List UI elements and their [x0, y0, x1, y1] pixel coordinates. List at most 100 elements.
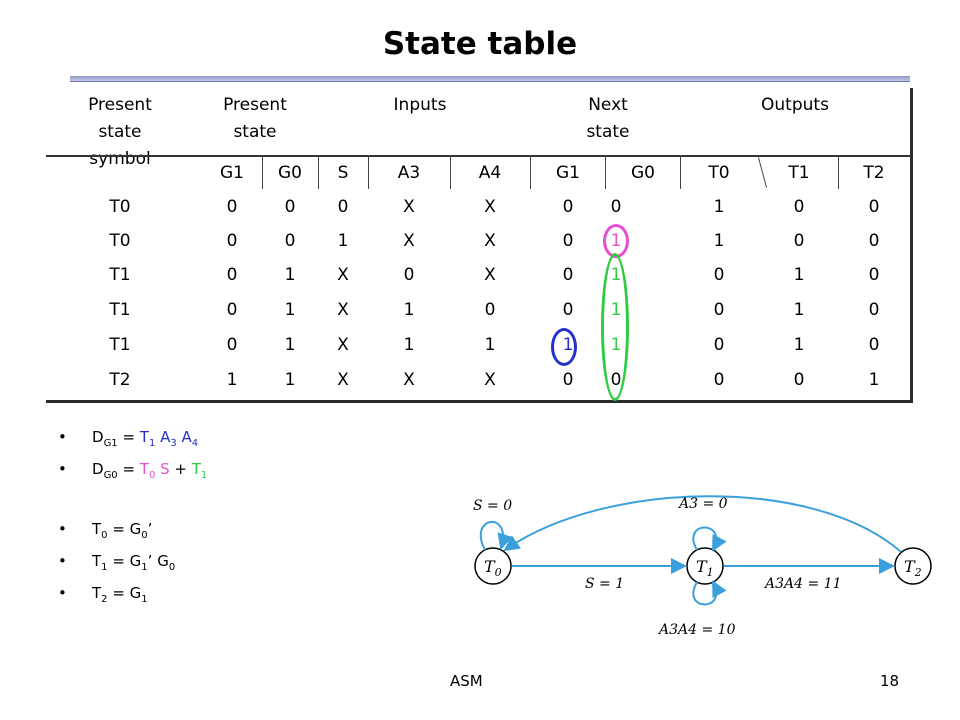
table-cell: 0 [793, 197, 805, 217]
header-next-state-line1: Next [588, 95, 628, 115]
edge-t1-self-loop-bottom [692, 580, 727, 606]
edge-t2-to-t0 [503, 495, 902, 553]
eq-symbol: T [92, 552, 102, 570]
subheader-cell: A4 [478, 163, 502, 183]
eq-subscript: 1 [141, 594, 148, 605]
subheader-divider [450, 155, 451, 189]
state-node-t0 [474, 547, 512, 585]
eq-symbol: = G [107, 584, 142, 602]
bullet-dot: • [58, 584, 67, 602]
eq-subscript: G1 [103, 438, 118, 449]
subheader-cell: G0 [631, 163, 655, 183]
edge-label-s0: S = 0 [473, 498, 512, 514]
table-cell: 1 [793, 335, 805, 355]
table-cell: 0 [226, 300, 238, 320]
subheader-cell: T0 [708, 163, 730, 183]
table-cell: T2 [109, 370, 131, 390]
table-cell: 1 [868, 370, 880, 390]
equation-text: T0 = G0’ [92, 520, 152, 541]
header-next-state-line2: state [586, 122, 630, 142]
header-present-symbol-line3: symbol [89, 149, 151, 169]
state-table-frame [46, 88, 913, 403]
table-cell: 1 [484, 335, 496, 355]
eq-operator: = [117, 460, 140, 478]
edge-t1-self-loop-top [692, 526, 727, 552]
eq-subscript: 0 [168, 562, 176, 573]
table-cell: 1 [337, 231, 349, 251]
edge-t0-self-loop [479, 521, 513, 551]
header-divider [46, 155, 910, 157]
state-diagram: T0 T1 T2 S = 0 S = 1 A3 = 0 A3A4 = 11 A3… [473, 495, 932, 638]
table-cell: 0 [868, 197, 880, 217]
eq-symbol: D [92, 428, 104, 446]
eq-subscript: 0 [148, 470, 156, 481]
table-cell: 0 [403, 265, 415, 285]
edge-label-a3-0: A3 = 0 [677, 496, 728, 512]
page-title: State table [382, 26, 578, 62]
equation-text: T2 = G1 [92, 584, 148, 605]
state-label-t2: T2 [904, 557, 922, 579]
edge-label-s1: S = 1 [585, 576, 624, 592]
bullet-dot: • [58, 552, 67, 570]
table-cell: X [337, 370, 349, 390]
table-cell: 0 [610, 197, 622, 217]
table-cell: 1 [284, 300, 296, 320]
table-cell: 0 [868, 265, 880, 285]
table-cell: 1 [284, 335, 296, 355]
header-present-state: Present state [205, 92, 305, 146]
equation-text: DG0 = T0 S + T1 [92, 460, 207, 481]
eq-subscript: 1 [141, 562, 148, 573]
eq-term-t0s: T0 S [140, 460, 170, 481]
eq-symbol: D [92, 460, 104, 478]
eq-subscript: 1 [101, 562, 108, 573]
eq-symbol: T [139, 428, 149, 446]
table-cell: 1 [793, 265, 805, 285]
eq-operator: = [117, 428, 140, 446]
page-number: 18 [880, 672, 900, 690]
eq-symbol: T [92, 520, 102, 538]
title-underline-bar [70, 76, 910, 82]
equation-text: T1 = G1’ G0 [92, 552, 175, 573]
subheader-divider [680, 155, 681, 189]
table-cell: 1 [403, 300, 415, 320]
eq-subscript: 0 [101, 530, 108, 541]
table-cell: 0 [562, 370, 574, 390]
table-cell: 0 [713, 335, 725, 355]
eq-subscript: 2 [101, 594, 108, 605]
header-present-state-line2: state [233, 122, 277, 142]
table-cell: 1 [284, 265, 296, 285]
highlight-ring-green [601, 253, 629, 401]
table-cell: 0 [713, 370, 725, 390]
eq-term-t1: T1 A3 A4 [139, 428, 198, 449]
bullet-dot: • [58, 520, 67, 538]
subheader-cell: G1 [220, 163, 244, 183]
state-node-t1 [686, 547, 724, 585]
subheader-divider [530, 155, 531, 189]
edge-label-a3a4-11: A3A4 = 11 [763, 576, 841, 592]
table-cell: 0 [562, 300, 574, 320]
table-cell: 0 [793, 370, 805, 390]
table-cell: 0 [226, 231, 238, 251]
table-cell: 0 [868, 335, 880, 355]
table-cell: 0 [713, 265, 725, 285]
eq-symbol: T [191, 460, 201, 478]
highlight-ring-blue [551, 328, 577, 366]
header-present-symbol-line1: Present [88, 95, 152, 115]
header-present-state-line1: Present [223, 95, 287, 115]
eq-symbol: ’ [147, 520, 153, 538]
state-label-t1: T1 [696, 557, 714, 579]
eq-term-t1: T1 [191, 460, 208, 481]
table-cell: 0 [868, 231, 880, 251]
table-cell: T1 [109, 335, 131, 355]
header-present-symbol-line2: state [98, 122, 142, 142]
table-cell: 1 [713, 197, 725, 217]
table-cell: 0 [562, 231, 574, 251]
table-cell: 0 [713, 300, 725, 320]
header-next-state: Next state [548, 92, 668, 146]
table-cell: 0 [868, 300, 880, 320]
bullet-dot: • [58, 460, 67, 478]
header-present-symbol: Present state symbol [70, 92, 170, 173]
eq-subscript: 3 [170, 438, 177, 449]
state-node-t2 [894, 547, 932, 585]
subheader-divider [605, 155, 606, 189]
